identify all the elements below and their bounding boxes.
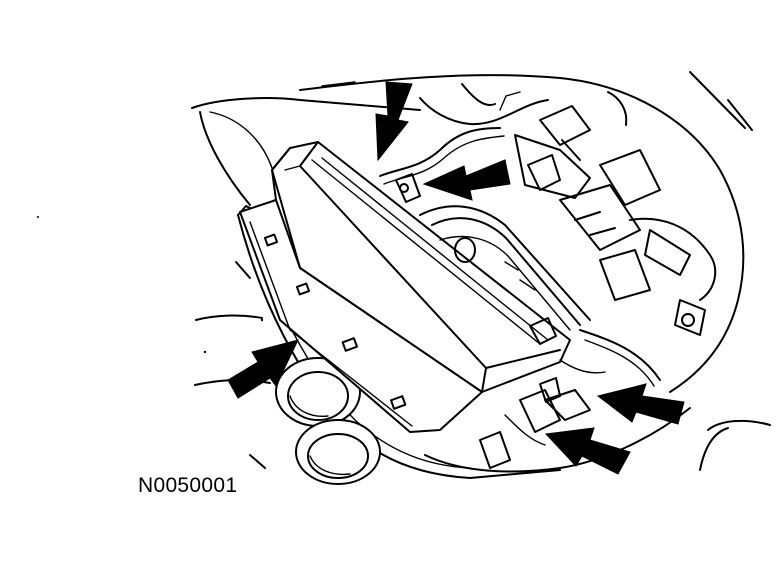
arrow-top-vertical: [375, 81, 413, 162]
figure-reference-number: N0050001: [138, 474, 238, 497]
fastener-clips: [395, 173, 561, 403]
inner-tray: [419, 205, 591, 345]
dashboard-outline: [191, 71, 771, 471]
arrow-top-horizontal: [422, 159, 511, 201]
cup-holders: [275, 357, 381, 485]
glove-box: [239, 141, 571, 433]
arrow-lower-right-upper: [596, 383, 685, 425]
arrow-left: [227, 339, 299, 399]
stray-marks: [37, 216, 264, 354]
arrow-lower-right-lower: [544, 427, 631, 475]
wiring-harness: [379, 83, 717, 469]
